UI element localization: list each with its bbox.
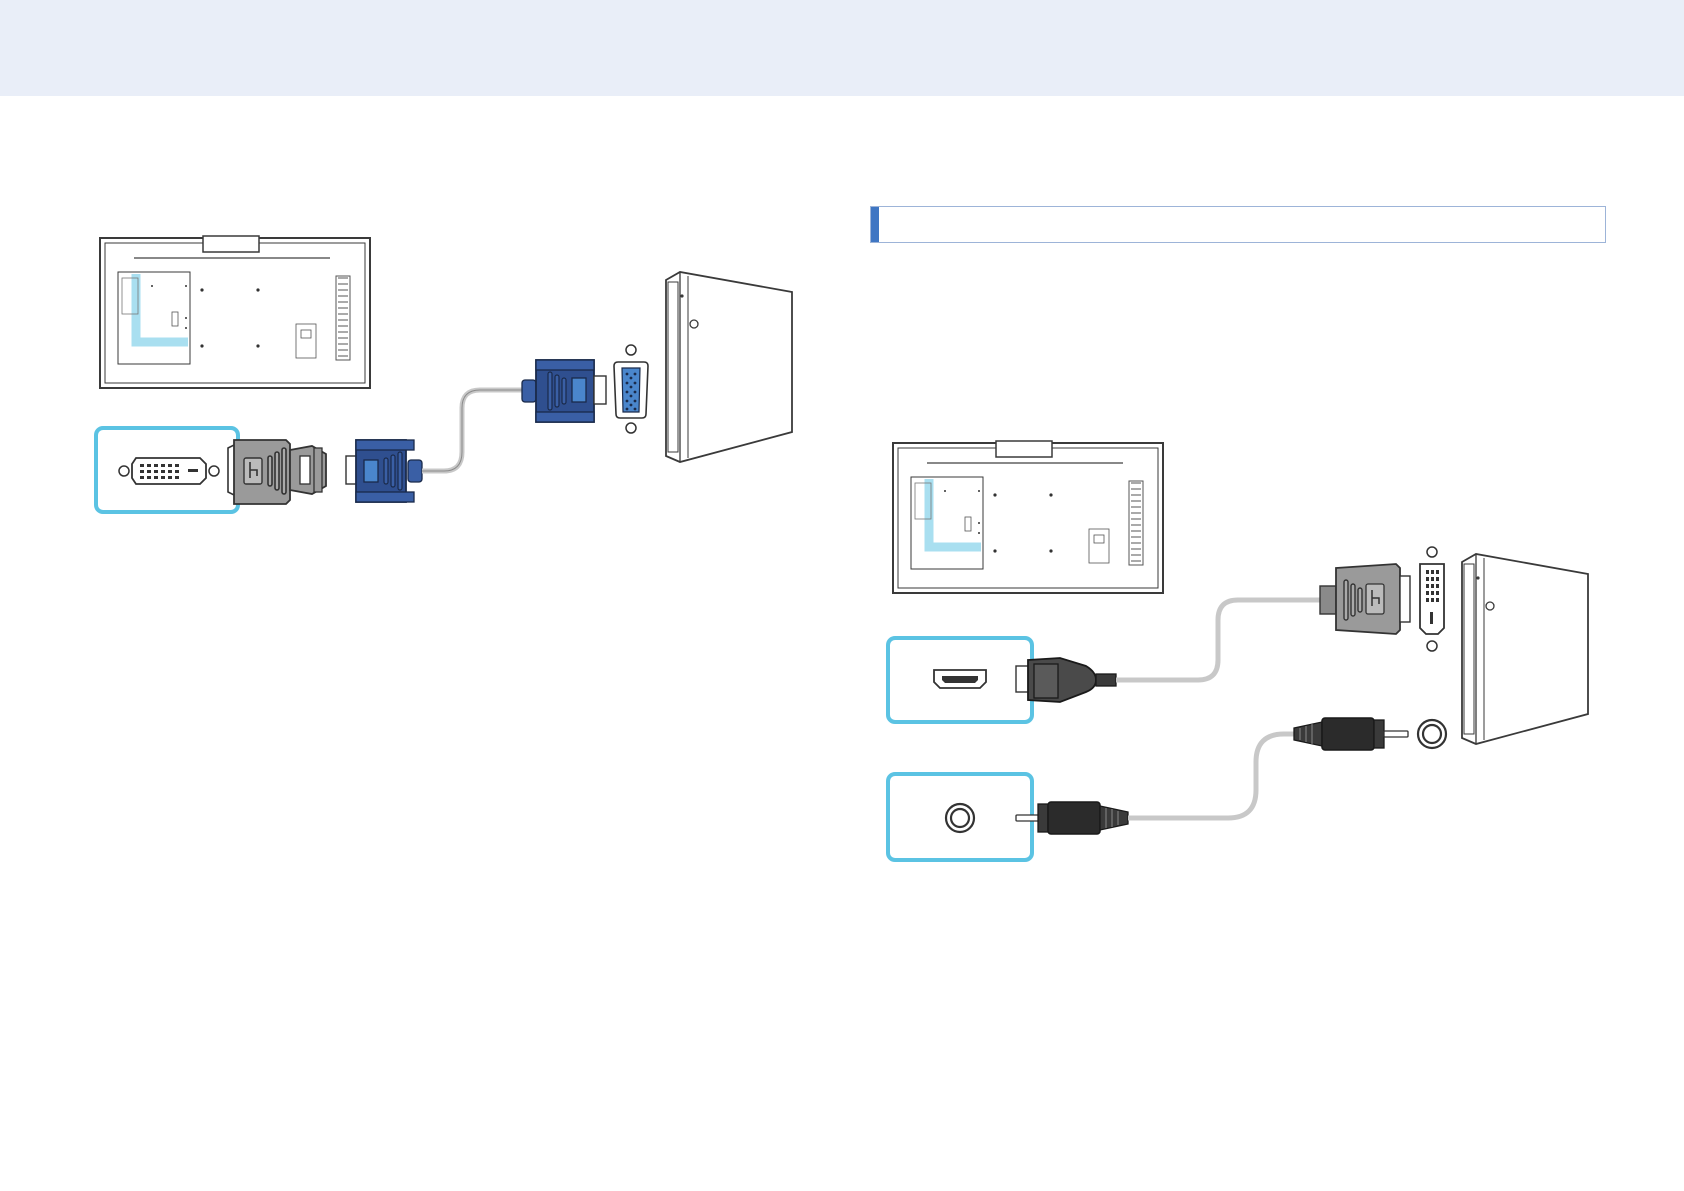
- vga-plug-monitor-side: [346, 440, 422, 502]
- vga-plug-pc-side: [522, 360, 606, 422]
- dvi-plug-pc-side: [1320, 564, 1410, 634]
- hdmi-dvi-audio-connection: [888, 441, 1588, 860]
- dvi-vga-adapter: [228, 440, 326, 504]
- hdmi-plug: [1016, 658, 1116, 702]
- vga-port-icon: [614, 345, 648, 433]
- dvi-port-icon: [119, 458, 219, 484]
- monitor-rear-panel-right: [893, 441, 1163, 593]
- audio-port-icon: [946, 804, 974, 832]
- monitor-rear-panel: [100, 236, 370, 388]
- pc-tower-left: [666, 272, 792, 462]
- dvi-port-pc-icon: [1420, 547, 1444, 651]
- pc-tower-right: [1462, 554, 1588, 744]
- hdmi-dvi-cable: [1116, 600, 1330, 680]
- vga-cable: [422, 390, 532, 471]
- hdmi-port-icon: [934, 670, 986, 688]
- audio-plug-pc-side: [1294, 718, 1408, 750]
- dvi-to-vga-connection: [96, 236, 792, 512]
- stereo-cable: [1128, 734, 1294, 818]
- audio-port-pc-icon: [1418, 720, 1446, 748]
